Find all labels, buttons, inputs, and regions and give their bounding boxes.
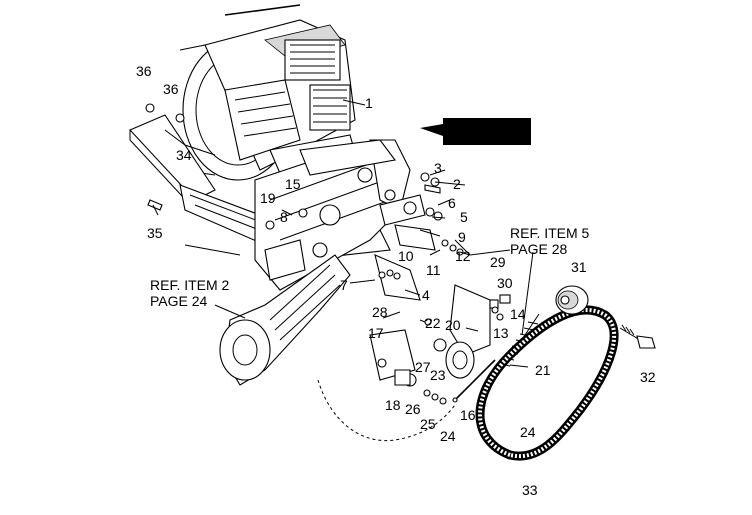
rod — [452, 359, 496, 403]
part-number-3: 3 — [434, 160, 442, 176]
part-number-22: 22 — [425, 315, 441, 331]
ref-item-2-line2: PAGE 24 — [150, 293, 208, 309]
part-number-2: 2 — [453, 176, 461, 192]
shaft-assembly — [299, 139, 436, 251]
part-number-23: 23 — [430, 367, 446, 383]
part-number-36: 36 — [136, 63, 152, 79]
part-number-28: 28 — [372, 304, 388, 320]
part-number-33: 33 — [522, 482, 538, 498]
part-number-36-alt: 36 — [163, 81, 179, 97]
part-number-5: 5 — [460, 209, 468, 225]
part-number-29: 29 — [490, 254, 506, 270]
ref-item-5-line1: REF. ITEM 5 — [510, 225, 590, 241]
callout-box — [420, 118, 531, 145]
dashed-connector — [317, 379, 456, 442]
ref-line — [521, 251, 534, 336]
part-number-32: 32 — [640, 369, 656, 385]
part-number-11: 11 — [426, 262, 441, 278]
part-number-16: 16 — [460, 407, 476, 423]
part-number-34: 34 — [176, 147, 192, 163]
part-number-14: 14 — [510, 306, 526, 322]
ref-item-2-line1: REF. ITEM 2 — [150, 277, 230, 293]
part-number-1: 1 — [365, 95, 373, 111]
part-number-12: 12 — [455, 248, 471, 264]
part-number-30: 30 — [497, 275, 513, 291]
part-number-26: 26 — [405, 401, 421, 417]
part-number-9: 9 — [458, 229, 466, 245]
part-number-20: 20 — [445, 317, 461, 333]
part-number-24: 24 — [440, 428, 456, 444]
part-number-13: 13 — [493, 325, 509, 341]
part-number-31: 31 — [571, 259, 587, 275]
bolt-32 — [619, 324, 656, 349]
part-number-35: 35 — [147, 225, 163, 241]
pulley — [555, 285, 589, 315]
part-number-10: 10 — [398, 248, 414, 264]
part-number-17: 17 — [368, 325, 384, 341]
part-number-27: 27 — [415, 359, 431, 375]
part-number-4: 4 — [422, 287, 430, 303]
transmission-housing — [219, 239, 351, 386]
part-number-6: 6 — [448, 195, 456, 211]
part-number-7: 7 — [340, 277, 348, 293]
part-number-25: 25 — [420, 416, 436, 432]
part-number-21: 21 — [535, 362, 551, 378]
part-number-15: 15 — [285, 176, 301, 192]
part-number-18: 18 — [385, 397, 401, 413]
part-number-19: 19 — [260, 190, 276, 206]
drive-belt — [475, 305, 619, 461]
part-number-24-alt: 24 — [520, 424, 536, 440]
ref-item-5-line2: PAGE 28 — [510, 241, 568, 257]
part-number-8: 8 — [280, 209, 288, 225]
leader-lines — [164, 99, 529, 368]
